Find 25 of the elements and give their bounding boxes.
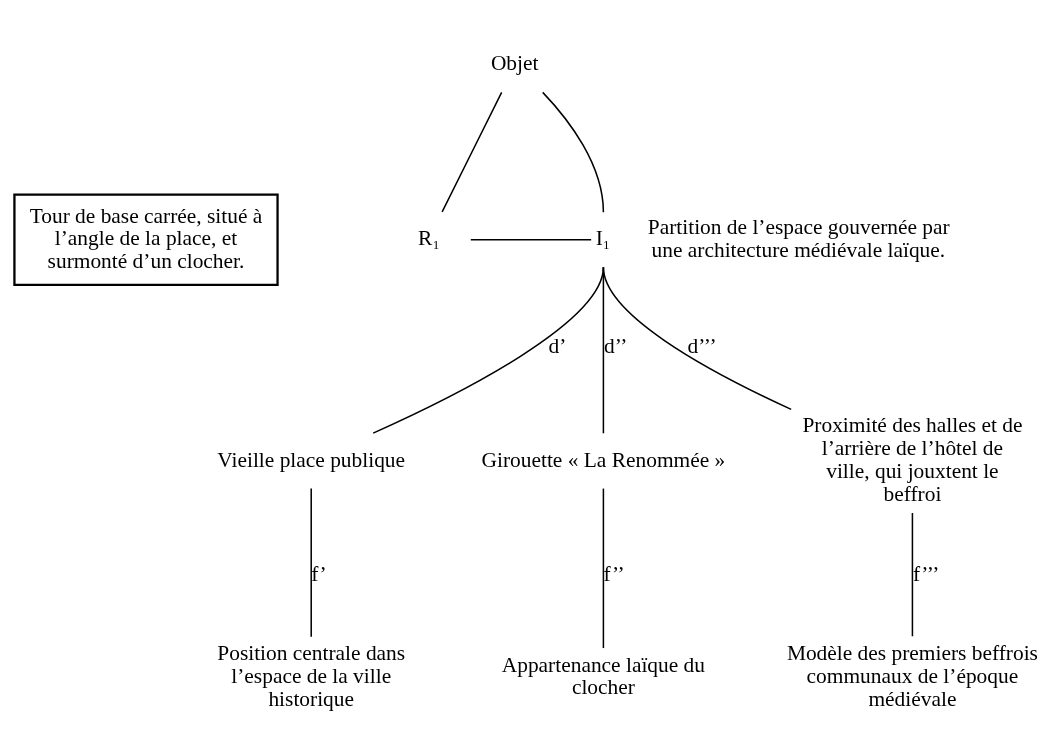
edge-label: d’: [548, 333, 567, 358]
node-text: I₁: [595, 225, 611, 250]
node-text: Proximité des halles et de l’arrière de l’hôtel de ville, qui jouxtent le beffroi: [802, 412, 1023, 506]
connector: [602, 266, 792, 410]
edge-label: f’: [311, 561, 327, 585]
connector: [602, 487, 605, 649]
connector: [310, 487, 312, 637]
connector: [911, 511, 914, 637]
node-label: Partition de l’espace gouvernée par une architecture médiévale laïque.: [647, 214, 950, 262]
edge-label: d’’’: [687, 333, 717, 358]
connector: [470, 238, 592, 241]
edge-label: d’’: [603, 333, 628, 358]
edge-label: f’’’: [912, 561, 940, 585]
node-text: Appartenance laïque du clocher: [501, 652, 706, 699]
connector: [372, 266, 605, 434]
node-text: Girouette « La Renommée »: [481, 447, 726, 472]
connector: [541, 91, 605, 213]
node-text: Vieille place publique: [217, 447, 406, 472]
node-text: Position centrale dans l’espace de la ville historique: [217, 640, 406, 711]
node-text: Modèle des premiers beffrois communaux de l’époque médiévale: [786, 640, 1038, 711]
node-box: Tour de base carrée, situé à l’angle de la place, et surmonté d’un clocher.: [13, 193, 279, 286]
edge-label: f’’: [603, 561, 625, 585]
node-text: R₁: [418, 225, 440, 250]
node-text: Objet: [490, 50, 539, 75]
connector: [441, 91, 503, 213]
